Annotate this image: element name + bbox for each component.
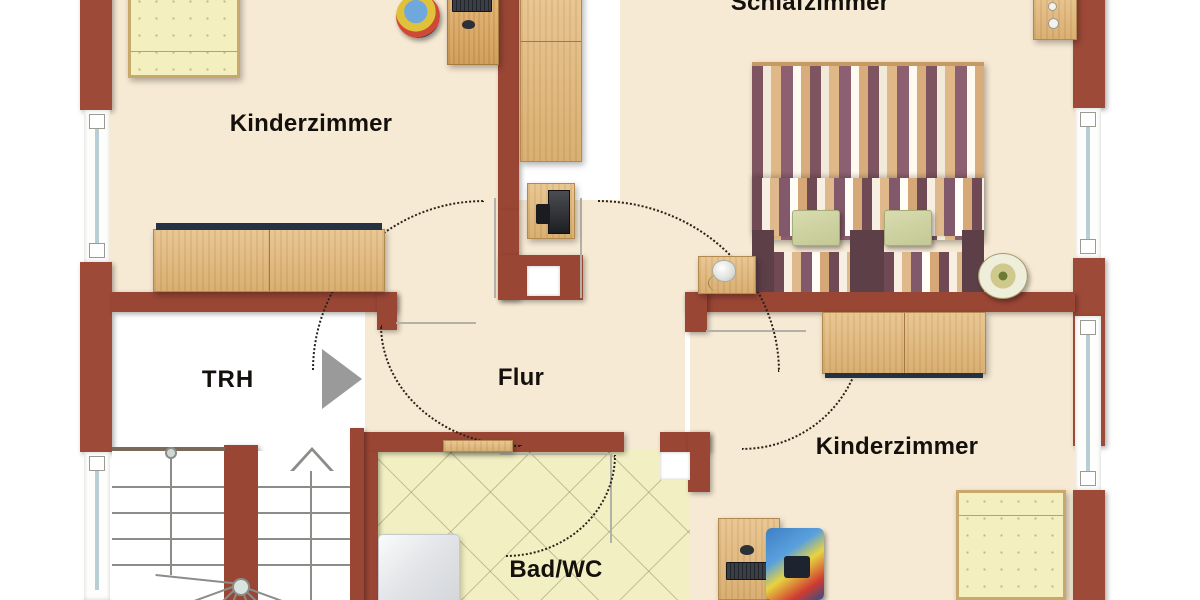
- double-bed-foot-stripes-right: [884, 252, 962, 292]
- window-cap-top: [89, 114, 105, 129]
- bathtub[interactable]: [378, 534, 460, 600]
- window-left-upper[interactable]: [84, 110, 110, 262]
- office-chair-left[interactable]: [396, 0, 440, 38]
- kid-chair-back: [784, 556, 810, 578]
- mouse-right: [740, 545, 754, 555]
- window-glass: [95, 120, 99, 252]
- window-glass: [1086, 118, 1090, 248]
- wall-stair-center: [224, 445, 258, 600]
- jamb-badwc-opening-v: [610, 453, 612, 543]
- jamb-center-right: [580, 198, 582, 298]
- pillow-right: [884, 210, 932, 246]
- room-label-kinderzimmer-links: Kinderzimmer: [229, 110, 393, 137]
- room-label-flur: Flur: [497, 364, 545, 391]
- room-label-trh: TRH: [201, 366, 255, 393]
- room-label-bad-wc: Bad/WC: [509, 556, 603, 583]
- sideboard-right[interactable]: [822, 312, 986, 378]
- wall-trh-east: [350, 428, 364, 600]
- window-cap-bottom: [1080, 471, 1096, 486]
- window-left-lower[interactable]: [84, 452, 110, 600]
- stair-newel-center: [232, 578, 250, 596]
- nightstand-knob-1: [1048, 2, 1057, 11]
- stair-tread: [258, 512, 350, 514]
- window-cap-top: [1080, 112, 1096, 127]
- stair-handrail-right: [310, 470, 312, 600]
- mouse-left: [462, 20, 475, 29]
- wall-outer-left-top: [80, 0, 112, 110]
- keyboard-right: [726, 562, 770, 580]
- stair-tread: [258, 564, 350, 566]
- wardrobe-topshelf: [156, 223, 382, 230]
- stair-run-right: [258, 451, 350, 600]
- jamb-flur-north-left: [396, 322, 476, 324]
- lamp-cord: [708, 275, 727, 291]
- window-cap-top: [1080, 320, 1096, 335]
- stair-tread: [112, 512, 224, 514]
- jamb-center-left: [494, 198, 496, 298]
- wardrobe-hallway[interactable]: [520, 0, 582, 162]
- window-glass: [95, 462, 99, 590]
- stair-tread: [112, 564, 224, 566]
- wall-schlafzimmer-stub: [685, 292, 707, 332]
- wardrobe-divider: [269, 230, 270, 291]
- keyboard-left: [452, 0, 492, 12]
- window-right-lower[interactable]: [1075, 316, 1101, 490]
- wall-outer-right-top: [1073, 0, 1105, 108]
- room-label-kinderzimmer-rechts: Kinderzimmer: [815, 433, 979, 460]
- double-bed-side-left: [752, 230, 774, 292]
- bed-child-left[interactable]: [128, 0, 240, 78]
- sideboard-divider: [904, 313, 905, 373]
- trh-direction-marker-icon: [322, 349, 362, 409]
- stair-tread: [112, 486, 224, 488]
- jamb-flur-east: [706, 330, 806, 332]
- wall-outer-right-bottom: [1073, 490, 1105, 600]
- wall-outer-right-mid: [1073, 258, 1105, 316]
- tv-screen: [548, 190, 570, 234]
- room-label-schlafzimmer: Schlafzimmer: [730, 0, 890, 16]
- kid-chair-right[interactable]: [766, 528, 824, 600]
- window-glass: [1086, 326, 1090, 480]
- wall-badwc-west: [364, 452, 378, 600]
- stair-up-arrow-icon: [290, 447, 334, 471]
- stair-tread: [258, 538, 350, 540]
- window-cap-bottom: [89, 243, 105, 258]
- wall-kinderzimmer-links-south: [112, 292, 397, 312]
- sideboard-baseshelf: [825, 373, 983, 378]
- wall-outer-left-mid: [80, 262, 112, 452]
- bed-child-right[interactable]: [956, 490, 1066, 600]
- tv-stand: [536, 204, 550, 224]
- wardrobe-divider: [521, 41, 581, 42]
- double-bed-folded-sheet: [752, 178, 984, 236]
- window-cap-bottom: [1080, 239, 1096, 254]
- nightstand-knob-2: [1048, 18, 1059, 29]
- window-cap-top: [89, 456, 105, 471]
- stair-newel-left: [165, 447, 177, 459]
- wall-schlafzimmer-south: [685, 292, 1075, 312]
- round-stool[interactable]: [978, 253, 1028, 299]
- vanity-shelf[interactable]: [443, 440, 513, 452]
- wall-stub-flur-nw: [377, 292, 397, 330]
- niche-badwc-door: [660, 452, 690, 480]
- jamb-badwc-opening: [500, 453, 612, 455]
- bed-pillow-line: [131, 51, 237, 52]
- double-bed-side-center: [850, 230, 884, 292]
- stair-run-left: [112, 451, 224, 600]
- stair-tread: [112, 538, 224, 540]
- niche-center-door: [527, 266, 560, 296]
- wall-kinderzimmer-links-east: [498, 0, 519, 210]
- window-right-upper[interactable]: [1075, 108, 1101, 258]
- stair-handrail-left: [170, 455, 172, 575]
- double-bed-foot-stripes-left: [774, 252, 850, 292]
- wall-badwc-east: [688, 432, 710, 492]
- wardrobe-left[interactable]: [153, 223, 385, 292]
- pillow-left: [792, 210, 840, 246]
- bed-pillow-line: [959, 515, 1063, 516]
- stair-tread: [258, 486, 350, 488]
